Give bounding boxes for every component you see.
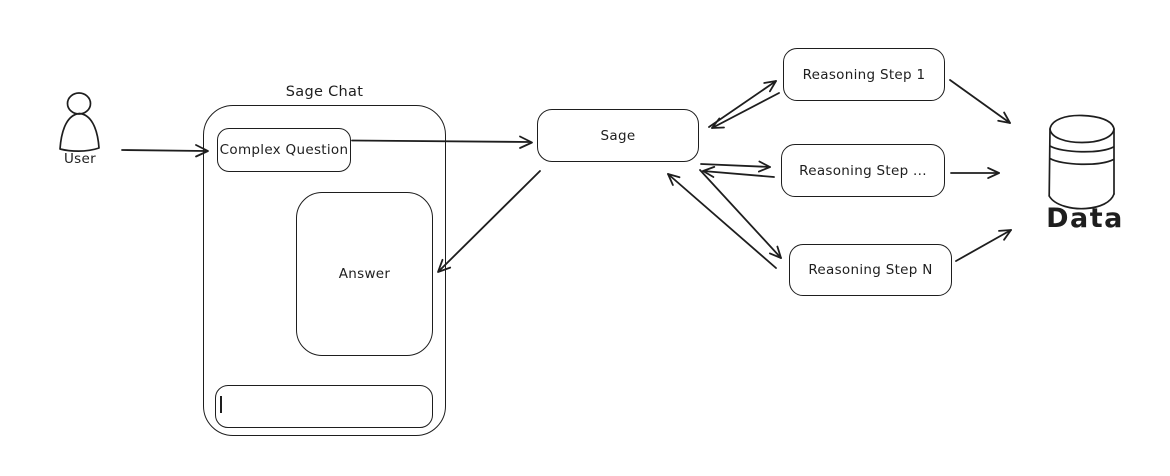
sage-label: Sage <box>600 127 636 144</box>
reasoning-step-1-box: Reasoning Step 1 <box>783 48 945 101</box>
answer-label: Answer <box>338 266 391 282</box>
arrow-question-to-sage <box>351 135 533 149</box>
reasoning-step-ellipsis-label: Reasoning Step ... <box>799 162 927 179</box>
sage-chat-title: Sage Chat <box>285 84 364 100</box>
arrow-step2-to-data <box>950 167 1000 179</box>
arrow-stepN-to-sage <box>667 173 777 269</box>
arrow-step1-to-data <box>949 79 1011 124</box>
data-label: Data <box>1046 203 1124 234</box>
answer-box: Answer <box>296 192 433 356</box>
arrow-stepN-to-data <box>955 229 1012 262</box>
arrow-user-to-sagechat <box>121 144 209 158</box>
text-cursor <box>220 396 222 413</box>
sage-chat-container <box>203 105 446 436</box>
reasoning-step-n-label: Reasoning Step N <box>808 262 933 278</box>
arrow-sage-to-step1 <box>708 80 777 128</box>
chat-input-box <box>215 385 433 428</box>
arrow-sage-to-step2 <box>700 160 771 173</box>
database-icon <box>1048 114 1115 210</box>
reasoning-step-n-box: Reasoning Step N <box>789 244 952 296</box>
reasoning-step-1-label: Reasoning Step 1 <box>802 66 926 83</box>
arrow-sage-to-stepN <box>699 169 782 259</box>
arrow-step2-to-sage <box>702 166 775 178</box>
sage-box: Sage <box>537 109 699 162</box>
arrow-step1-to-sage <box>711 92 780 129</box>
user-figure-icon <box>59 92 100 152</box>
arrow-sage-to-answer <box>437 170 541 273</box>
reasoning-step-ellipsis-box: Reasoning Step ... <box>781 144 945 197</box>
complex-question-box: Complex Question <box>217 128 351 172</box>
complex-question-label: Complex Question <box>219 142 349 158</box>
user-label: User <box>64 151 96 167</box>
